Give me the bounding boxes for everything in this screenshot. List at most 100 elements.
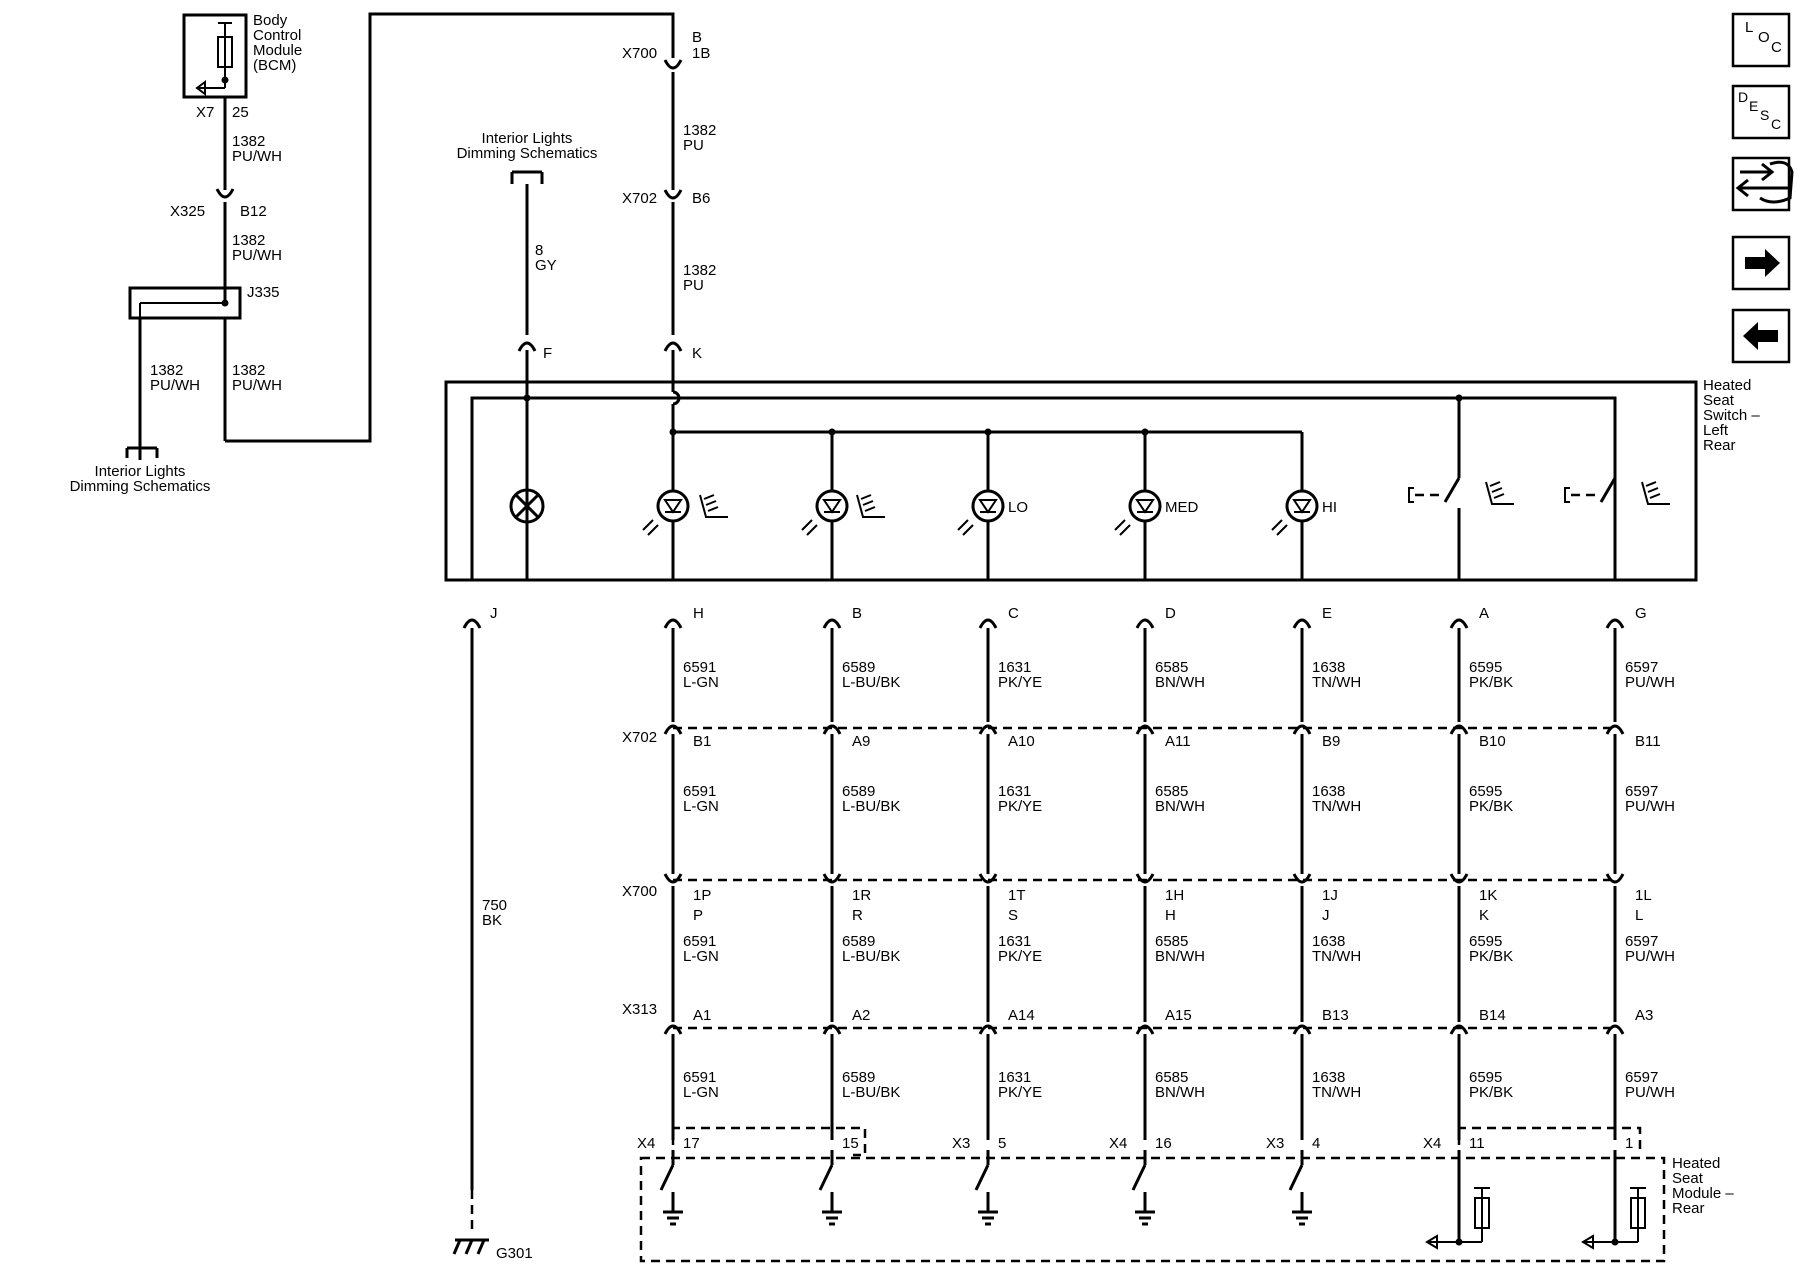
previous-button[interactable] xyxy=(1731,308,1791,364)
circuit-a-x700-pin: 1K xyxy=(1479,887,1497,904)
led-ray xyxy=(1271,519,1283,531)
bcm-connector: X7 xyxy=(196,104,214,121)
desc-glyph: C xyxy=(1771,116,1781,132)
arrow-left-icon xyxy=(1743,322,1778,350)
led-icon xyxy=(978,499,998,514)
connector-end-view-icon xyxy=(1735,178,1790,198)
seat-heat-icon xyxy=(856,494,885,518)
circuit-h-x700-pin-alt: P xyxy=(693,907,703,924)
led-icon xyxy=(663,499,683,514)
seat-heat-icon xyxy=(1647,487,1659,493)
seat-heat-icon xyxy=(705,500,717,506)
circuit-e-x702-pin: B9 xyxy=(1322,733,1340,750)
x313-connector-label: X313 xyxy=(622,1001,657,1018)
loc-glyph: C xyxy=(1771,39,1782,56)
circuit-c-x700-pin-alt: S xyxy=(1008,907,1018,924)
loc-button-frame[interactable] xyxy=(1731,12,1791,68)
circuit-a-x702-pin: B10 xyxy=(1479,733,1506,750)
circuit-g-module-pin: 1 xyxy=(1625,1135,1633,1152)
circuit-h-x702-pin: B1 xyxy=(693,733,711,750)
module-switch xyxy=(1288,1164,1304,1191)
g301-label: G301 xyxy=(496,1245,533,1262)
led-ray xyxy=(957,519,969,531)
circuit-g-switch-pin: G xyxy=(1635,605,1647,622)
splice-dot xyxy=(523,394,531,402)
loc-button[interactable]: LOC xyxy=(1731,12,1791,68)
circuit-e-x700-symbol xyxy=(1292,873,1312,884)
circuit-h-switch-pin: H xyxy=(693,605,704,622)
circuit-c-x702-symbol xyxy=(978,724,998,735)
circuit-a-x702-symbol xyxy=(1449,724,1469,735)
circuit-g-x702-pin: B11 xyxy=(1635,733,1661,750)
f-connector-symbol xyxy=(517,341,537,352)
circuit-g-x313-pin: A3 xyxy=(1635,1007,1653,1024)
circuit-c-x700-pin: 1T xyxy=(1008,887,1026,904)
circuit-e-x313-symbol xyxy=(1292,1024,1312,1035)
switch-actuator xyxy=(1408,487,1414,503)
circuit-d-module-connector: X4 xyxy=(1109,1135,1127,1152)
indicator-label: LO xyxy=(1008,499,1028,516)
bcm-pin: 25 xyxy=(232,104,249,121)
x4-connector-outline xyxy=(671,1126,867,1157)
splice-dot xyxy=(1455,394,1463,402)
circuit-e-x313-pin: B13 xyxy=(1322,1007,1349,1024)
circuit-c-x313-symbol xyxy=(978,1024,998,1035)
loc-glyph: L xyxy=(1745,19,1753,36)
circuit-b-switch-pin: B xyxy=(852,605,862,622)
module-switch xyxy=(1131,1164,1147,1191)
chassis-ground-symbol xyxy=(464,1239,474,1255)
j335-label: J335 xyxy=(247,284,280,301)
led-icon xyxy=(1135,499,1155,514)
circuit-a-x700-pin-alt: K xyxy=(1479,907,1489,924)
connector-end-view-button[interactable] xyxy=(1731,156,1794,212)
bcm-to-x700-wire xyxy=(225,12,675,443)
seat-heat-icon xyxy=(703,494,715,500)
circuit-h-module-connector: X4 xyxy=(637,1135,655,1152)
circuit-e-module-connector: X3 xyxy=(1266,1135,1284,1152)
seat-heat-icon xyxy=(1491,487,1503,493)
circuit-g-x700-symbol xyxy=(1605,873,1625,884)
x325-connector xyxy=(215,188,235,199)
internal-bus xyxy=(470,396,1617,580)
circuit-b-module-pin: 15 xyxy=(842,1135,859,1152)
j335-dot xyxy=(221,299,229,307)
k-pin-label: K xyxy=(692,345,702,362)
seat-heat-icon xyxy=(707,506,719,512)
desc-button-frame[interactable] xyxy=(1731,84,1791,140)
x702-top-connector-symbol xyxy=(663,189,683,200)
next-button[interactable] xyxy=(1731,235,1791,291)
circuit-e-x700-pin-alt: J xyxy=(1322,907,1330,924)
switch-actuator xyxy=(1564,487,1570,503)
circuit-h-module-pin: 17 xyxy=(683,1135,700,1152)
led-icon xyxy=(815,489,849,523)
bcm-dot xyxy=(221,76,229,84)
circuit-e-x702-symbol xyxy=(1292,724,1312,735)
circuit-c-switch-pin: C xyxy=(1008,605,1019,622)
x700-top-pin: 1B xyxy=(692,45,710,62)
x702-top-pin: B6 xyxy=(692,190,710,207)
module-arrow xyxy=(1425,1234,1438,1250)
